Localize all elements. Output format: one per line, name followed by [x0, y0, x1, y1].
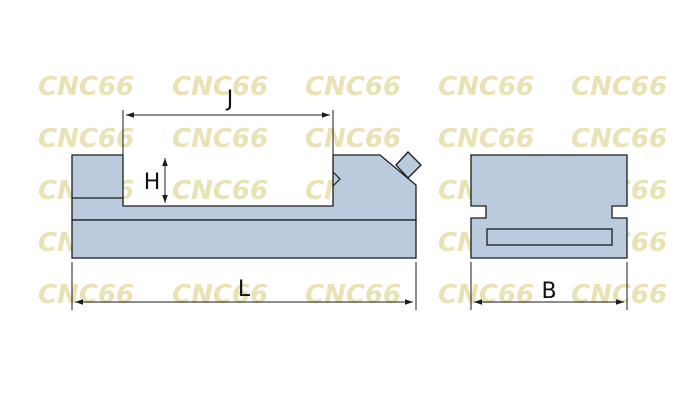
watermark-text: CNC66 [172, 280, 268, 310]
watermark-text: CNC66 [38, 72, 134, 102]
vise-movable-jaw-knob [395, 151, 422, 179]
dimension-label-l: L [238, 277, 251, 302]
watermark-text: CNC66 [305, 72, 401, 102]
watermark-text: CNC66 [305, 124, 401, 154]
dimension-j [122, 110, 334, 156]
dimension-l [71, 262, 417, 310]
dimension-label-b: B [541, 279, 556, 304]
dimension-b [470, 262, 628, 310]
watermark-text: CNC66 [438, 124, 534, 154]
watermark-text: CNC66 [172, 176, 268, 206]
vise-front-view [71, 151, 422, 259]
watermark-text: CNC66 [438, 280, 534, 310]
dimension-label-j: J [225, 87, 234, 112]
watermark-text: CNC66 [438, 72, 534, 102]
watermark-text: CNC66 [305, 280, 401, 310]
dimension-label-h: H [144, 170, 161, 195]
watermark-text: CNC66 [571, 124, 667, 154]
watermark-text: CNC66 [38, 124, 134, 154]
vise-side-slot [486, 228, 613, 246]
watermark-text: CNC66 [38, 280, 134, 310]
watermark-text: CNC66 [172, 124, 268, 154]
vise-side-view [470, 154, 628, 259]
watermark-text: CNC66 [571, 72, 667, 102]
vise-front-view-details [72, 171, 341, 199]
vise-base [71, 219, 417, 259]
watermark-text: CNC66 [571, 280, 667, 310]
watermark-text: CNC66 [172, 72, 268, 102]
